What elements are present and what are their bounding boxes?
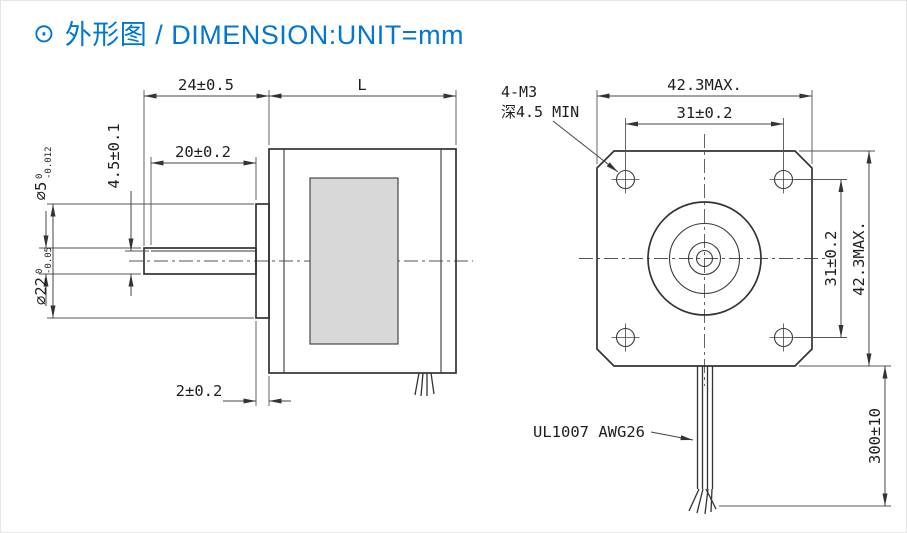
dimension-drawing: 24±0.5 L 20±0.2 4.5±0.1 ∅5 0 -0.012 ∅22 …: [32, 76, 891, 515]
motor-body-outline: [268, 148, 457, 374]
stator-lamination: [309, 177, 399, 345]
side-dimension-lines: [43, 93, 456, 404]
page-title-text: 外形图 / DIMENSION:UNIT=mm: [64, 20, 465, 50]
dim-wire-length-label: 300±10: [866, 408, 884, 464]
pilot-boss-circle: [647, 201, 762, 316]
mounting-hole: [769, 165, 798, 194]
side-extension-lines: [39, 90, 457, 406]
dim-flat-length-label: 20±0.2: [175, 143, 231, 161]
svg-text:42.3MAX.: 42.3MAX.: [850, 221, 868, 296]
flange-outline: [596, 150, 813, 367]
dim-flat-height-label: 4.5±0.1: [105, 123, 123, 188]
wire-spec-label: UL1007 AWG26: [533, 423, 645, 441]
bearing-boss-circle: [668, 222, 741, 295]
svg-text:300±10: 300±10: [866, 408, 884, 464]
dim-shaft-total-label: 24±0.5: [178, 76, 234, 94]
shaft-circle: [695, 249, 714, 268]
mounting-holes: [611, 165, 798, 352]
lead-wire-bundle: [688, 366, 717, 515]
dim-shaft-diameter-label: ∅5 0 -0.012: [32, 146, 54, 200]
wire-label-leader: [650, 431, 694, 441]
svg-text:-0.012: -0.012: [44, 146, 54, 179]
svg-text:0: 0: [35, 269, 45, 274]
side-wire-exit: [414, 372, 435, 397]
page-title: ⊙ 外形图 / DIMENSION:UNIT=mm: [33, 13, 464, 52]
dim-height-max-label: 42.3MAX.: [850, 221, 868, 296]
dim-hole-spacing-h-label: 31±0.2: [677, 104, 733, 122]
side-view: 24±0.5 L 20±0.2 4.5±0.1 ∅5 0 -0.012 ∅22 …: [32, 76, 473, 406]
dim-boss-depth-label: 2±0.2: [176, 382, 223, 400]
front-extension-lines: [596, 90, 891, 507]
dim-hole-spacing-v-label: 31±0.2: [822, 231, 840, 287]
svg-text:∅22: ∅22: [32, 277, 50, 305]
svg-text:0: 0: [35, 174, 45, 179]
svg-text:4.5±0.1: 4.5±0.1: [105, 123, 123, 188]
dim-width-max-label: 42.3MAX.: [667, 76, 742, 94]
front-view: 42.3MAX. 31±0.2 4-M3 深4.5 MIN 31±0.2 42.…: [501, 76, 891, 515]
mounting-hole: [611, 323, 640, 352]
hole-note-leader: [552, 120, 619, 173]
svg-text:31±0.2: 31±0.2: [822, 231, 840, 287]
front-dimension-lines: [552, 93, 888, 506]
dim-body-length-label: L: [357, 76, 366, 94]
title-bullet-icon: ⊙: [33, 17, 55, 48]
bearing-circle: [687, 241, 722, 276]
mounting-hole: [769, 323, 798, 352]
pilot-and-shaft-circles: [647, 201, 762, 316]
svg-text:∅5: ∅5: [32, 182, 50, 201]
hole-note-line1: 4-M3: [501, 83, 537, 101]
mounting-hole: [611, 165, 640, 194]
hole-note-line2: 深4.5 MIN: [501, 103, 579, 121]
dim-boss-diameter-label: ∅22 0 -0.05: [32, 247, 54, 305]
svg-text:-0.05: -0.05: [44, 247, 54, 274]
shaft-outline: [143, 247, 257, 275]
